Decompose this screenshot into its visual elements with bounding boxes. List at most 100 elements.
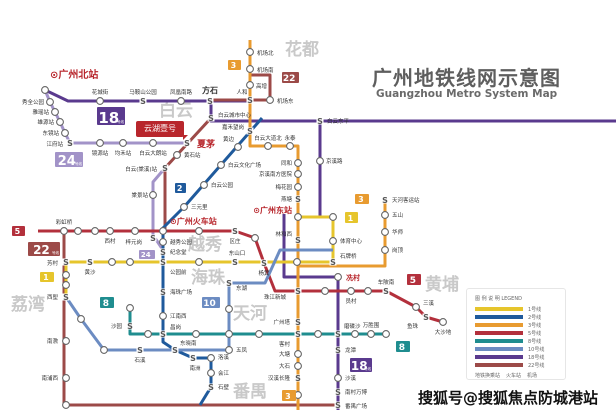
station-label[interactable]: 白云文化广场 (228, 161, 262, 169)
line-badge-2[interactable]: 2 (175, 183, 186, 193)
line-badge-8[interactable]: 8 (396, 341, 410, 353)
station-marker[interactable] (294, 159, 302, 167)
station-label[interactable]: 杨箕 (258, 269, 270, 277)
interchange-marker[interactable] (334, 401, 342, 409)
station-marker[interactable] (192, 330, 200, 338)
station-marker[interactable] (108, 258, 116, 266)
interchange-marker[interactable] (294, 330, 302, 338)
station-label[interactable]: 梅花园 (275, 183, 292, 191)
station-marker[interactable] (255, 330, 263, 338)
station-label[interactable]: 纪念堂 (170, 248, 187, 256)
station-label[interactable]: 华师 (392, 228, 404, 236)
station-label[interactable]: 昌岗 (170, 324, 181, 331)
interchange-marker[interactable] (294, 236, 302, 244)
station-label[interactable]: 江南西 (170, 312, 187, 320)
station-marker[interactable] (62, 401, 70, 409)
interchange-marker[interactable] (260, 259, 268, 267)
line-badge-10[interactable]: 10 (202, 297, 220, 309)
station-label[interactable]: 东山口 (229, 249, 246, 257)
station-label[interactable]: 大沙地 (435, 328, 452, 336)
station-label[interactable]: 秀全公园 (22, 98, 45, 106)
station-marker[interactable] (177, 97, 185, 105)
line-badge-18[interactable]: 18号线 (350, 358, 372, 373)
station-marker[interactable] (367, 330, 375, 338)
station-label[interactable]: 彩虹桥 (56, 218, 73, 226)
station-label[interactable]: 永泰 (284, 134, 296, 142)
station-marker[interactable] (294, 350, 302, 358)
station-marker[interactable] (246, 81, 254, 89)
station-marker[interactable] (106, 227, 114, 235)
station-label[interactable]: 花城街 (92, 88, 109, 96)
interchange-marker[interactable] (231, 227, 239, 235)
station-label[interactable]: 沙溪 (345, 374, 357, 382)
interchange-marker[interactable] (294, 318, 302, 326)
line-badge-3[interactable]: 3 (355, 194, 369, 204)
station-label[interactable]: 越秀公园 (170, 238, 193, 246)
station-marker[interactable] (246, 65, 254, 73)
interchange-marker[interactable] (382, 287, 390, 295)
station-marker[interactable] (149, 191, 157, 199)
station-label[interactable]: 五山 (392, 211, 403, 219)
interchange-marker[interactable] (246, 96, 254, 104)
station-label[interactable]: 雄源站 (37, 118, 54, 126)
station-label[interactable]: 黄石站 (184, 151, 201, 159)
line-badge-5[interactable]: 5 (12, 226, 25, 236)
station-marker[interactable] (61, 129, 69, 137)
station-label[interactable]: 高增 (256, 82, 267, 90)
station-label[interactable]: 西村 (104, 237, 116, 245)
station-label[interactable]: 东镜站 (42, 129, 59, 137)
interchange-marker[interactable] (159, 288, 167, 296)
station-label[interactable]: 车陂南 (378, 278, 395, 286)
interchange-marker[interactable] (381, 196, 389, 204)
station-label[interactable]: 嘉禾望岗 (222, 123, 244, 131)
station-label[interactable]: 林和西 (275, 230, 292, 238)
station-marker[interactable] (51, 108, 59, 116)
station-label[interactable]: 凤凰南路 (170, 88, 193, 96)
station-label[interactable]: 机场南 (257, 66, 274, 74)
station-label[interactable]: 马鞍山公园 (129, 88, 157, 96)
interchange-marker[interactable] (422, 313, 430, 321)
station-label[interactable]: 南漖 (47, 337, 59, 345)
station-marker[interactable] (321, 287, 329, 295)
line-badge-8[interactable]: 8 (100, 297, 114, 309)
station-label[interactable]: 白云大朗站 (139, 149, 167, 157)
station-marker[interactable] (195, 258, 203, 266)
station-label[interactable]: 客村 (279, 340, 291, 348)
station-label[interactable]: 冼村 (346, 273, 360, 282)
station-label[interactable]: 石壁 (218, 383, 230, 391)
station-label[interactable]: 均禾站 (115, 149, 132, 157)
station-marker[interactable] (329, 237, 337, 245)
station-marker[interactable] (207, 354, 215, 362)
station-label[interactable]: 体育中心 (340, 237, 363, 245)
station-marker[interactable] (180, 203, 188, 211)
interchange-marker[interactable] (334, 330, 342, 338)
station-label[interactable]: 岗顶 (392, 247, 404, 254)
interchange-marker[interactable] (62, 258, 70, 266)
station-label[interactable]: 石牌桥 (340, 252, 357, 260)
interchange-marker[interactable] (246, 127, 254, 135)
interchange-marker[interactable] (159, 258, 167, 266)
station-label[interactable]: 石溪 (134, 356, 146, 364)
station-marker[interactable] (382, 330, 390, 338)
station-marker[interactable] (62, 281, 70, 289)
station-marker[interactable] (77, 315, 85, 323)
station-marker[interactable] (294, 183, 302, 191)
station-label[interactable]: 京溪路 (326, 157, 343, 165)
interchange-marker[interactable] (139, 97, 147, 105)
station-marker[interactable] (329, 213, 337, 221)
station-label[interactable]: 白云城市中心 (218, 111, 252, 119)
station-label[interactable]: 海珠广场 (170, 288, 193, 296)
station-label[interactable]: 人和 (236, 88, 247, 96)
station-label[interactable]: 番禺广场 (345, 402, 368, 410)
interchange-marker[interactable] (316, 117, 324, 125)
station-label[interactable]: 黄边 (223, 135, 235, 143)
station-label[interactable]: 东晓南 (180, 339, 197, 347)
station-marker[interactable] (294, 170, 302, 178)
station-label[interactable]: 会江 (218, 369, 230, 377)
station-marker[interactable] (225, 346, 233, 354)
station-marker[interactable] (251, 234, 259, 242)
station-label[interactable]: 机场东 (277, 97, 294, 105)
station-marker[interactable] (334, 273, 342, 281)
station-label[interactable]: 芳村 (47, 259, 59, 267)
